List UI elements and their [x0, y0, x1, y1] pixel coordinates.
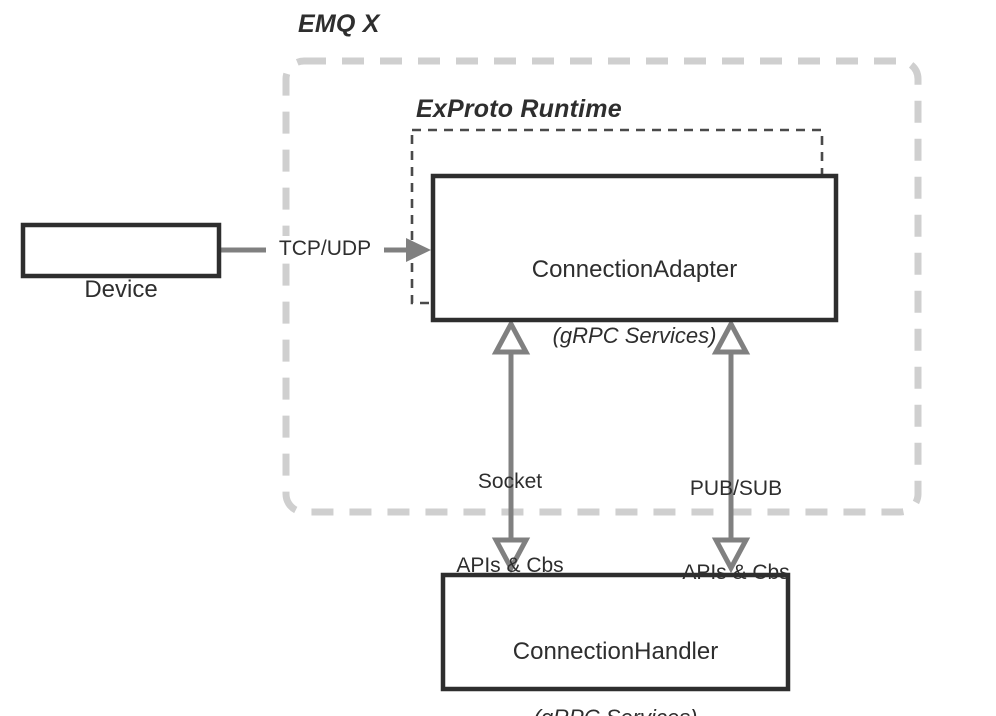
node-title-connection-handler: ConnectionHandler — [512, 638, 719, 666]
node-box-device[interactable] — [20, 222, 222, 279]
edge-arrowhead-socket-up — [491, 318, 531, 355]
group-label-exproto: ExProto Runtime — [416, 95, 622, 123]
edge-label-socket-line1: Socket — [477, 469, 543, 493]
edge-label-pubsub-apis: PUB/SUB APIs & Cbs — [652, 419, 820, 642]
edge-label-socket-apis: Socket APIs & Cbs — [432, 412, 588, 635]
node-box-connection-adapter[interactable] — [430, 173, 839, 323]
node-label-connection-handler: ConnectionHandler (gRPC Services) — [441, 598, 790, 716]
edge-label-tcp-udp: TCP/UDP — [266, 236, 384, 262]
edge-arrowhead-pubsub-down — [711, 537, 751, 574]
node-subtitle-connection-handler: (gRPC Services) — [441, 705, 790, 716]
node-subtitle-connection-adapter: (gRPC Services) — [552, 323, 717, 349]
node-title-connection-adapter: ConnectionAdapter — [531, 256, 738, 284]
node-label-connection-adapter: ConnectionAdapter (gRPC Services) — [431, 216, 838, 389]
edge-label-socket-line2: APIs & Cbs — [456, 553, 564, 577]
edge-arrowhead-device-adapter — [406, 238, 431, 262]
edge-label-pubsub-line1: PUB/SUB — [689, 476, 783, 500]
group-label-emqx: EMQ X — [298, 10, 380, 38]
edge-label-pubsub-line2: APIs & Cbs — [682, 560, 790, 584]
edge-arrowhead-pubsub-up — [711, 318, 751, 355]
node-label-device: Device — [21, 236, 221, 343]
node-title-device: Device — [84, 276, 158, 304]
edge-arrowhead-socket-down — [491, 537, 531, 574]
node-box-connection-handler[interactable] — [440, 572, 791, 692]
